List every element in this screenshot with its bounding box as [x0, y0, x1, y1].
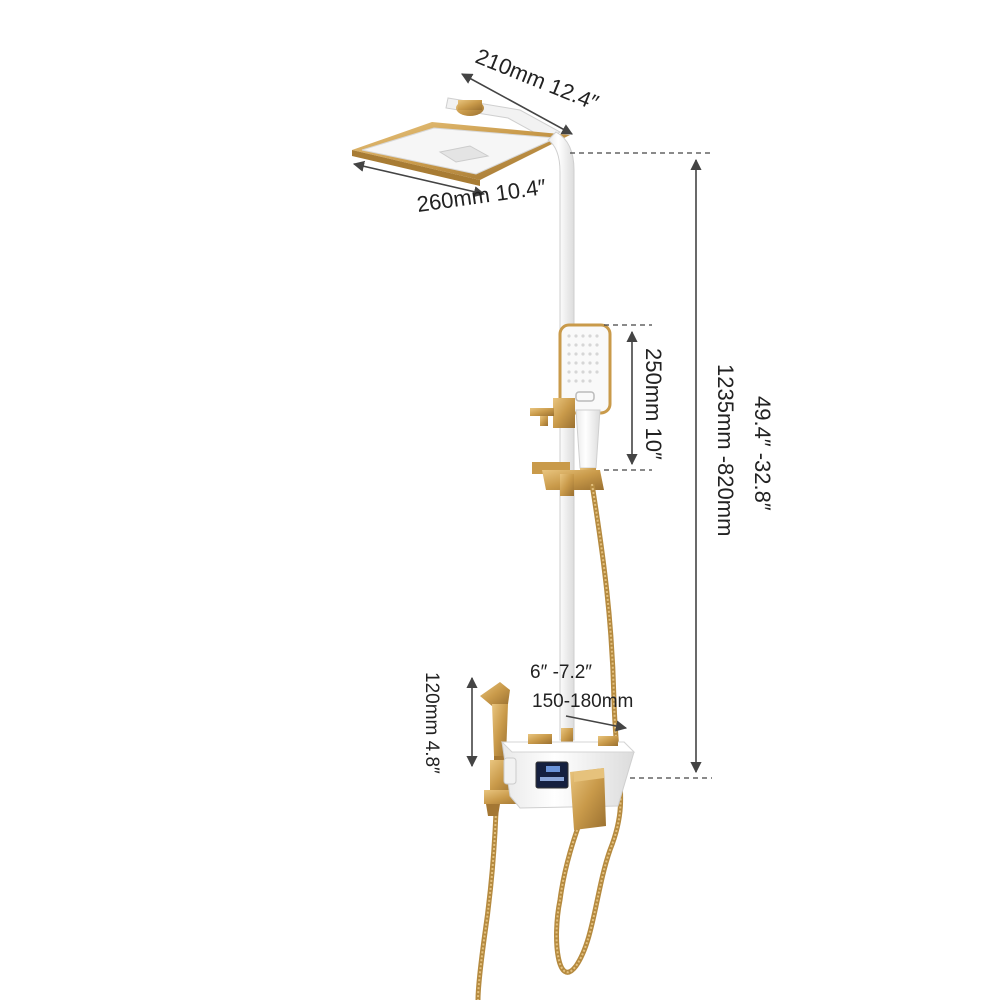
riser-pipe	[547, 131, 575, 744]
head-width-label: 260mm 10.4″	[415, 174, 548, 217]
spacing-in-label: 6″ -7.2″	[530, 662, 592, 683]
slide-bar-holder	[532, 462, 604, 496]
total-height-in-label: 49.4″ -32.8″	[750, 396, 775, 511]
bidet-hose	[475, 811, 499, 1000]
hand-shower-hose	[554, 483, 624, 975]
spacing-mm-label: 150-180mm	[532, 691, 633, 712]
mixer-height-label: 120mm 4.8″	[421, 672, 442, 774]
total-height-dimension: 1235mm -820mm 49.4″ -32.8″	[570, 152, 775, 779]
nozzle-grid	[567, 334, 599, 383]
handheld-length-dimension: 250mm 10″	[604, 324, 666, 471]
total-height-mm-label: 1235mm -820mm	[713, 364, 738, 536]
rain-shower-head-icon	[352, 97, 570, 186]
mixer-height-dimension: 120mm 4.8″	[421, 672, 478, 774]
upper-diverter-valve	[530, 398, 575, 428]
handheld-length-label: 250mm 10″	[641, 348, 666, 460]
spacing-dimension: 6″ -7.2″ 150-180mm	[530, 662, 633, 732]
led-display-icon	[535, 761, 569, 789]
head-depth-label: 210mm 12.4″	[472, 43, 602, 115]
